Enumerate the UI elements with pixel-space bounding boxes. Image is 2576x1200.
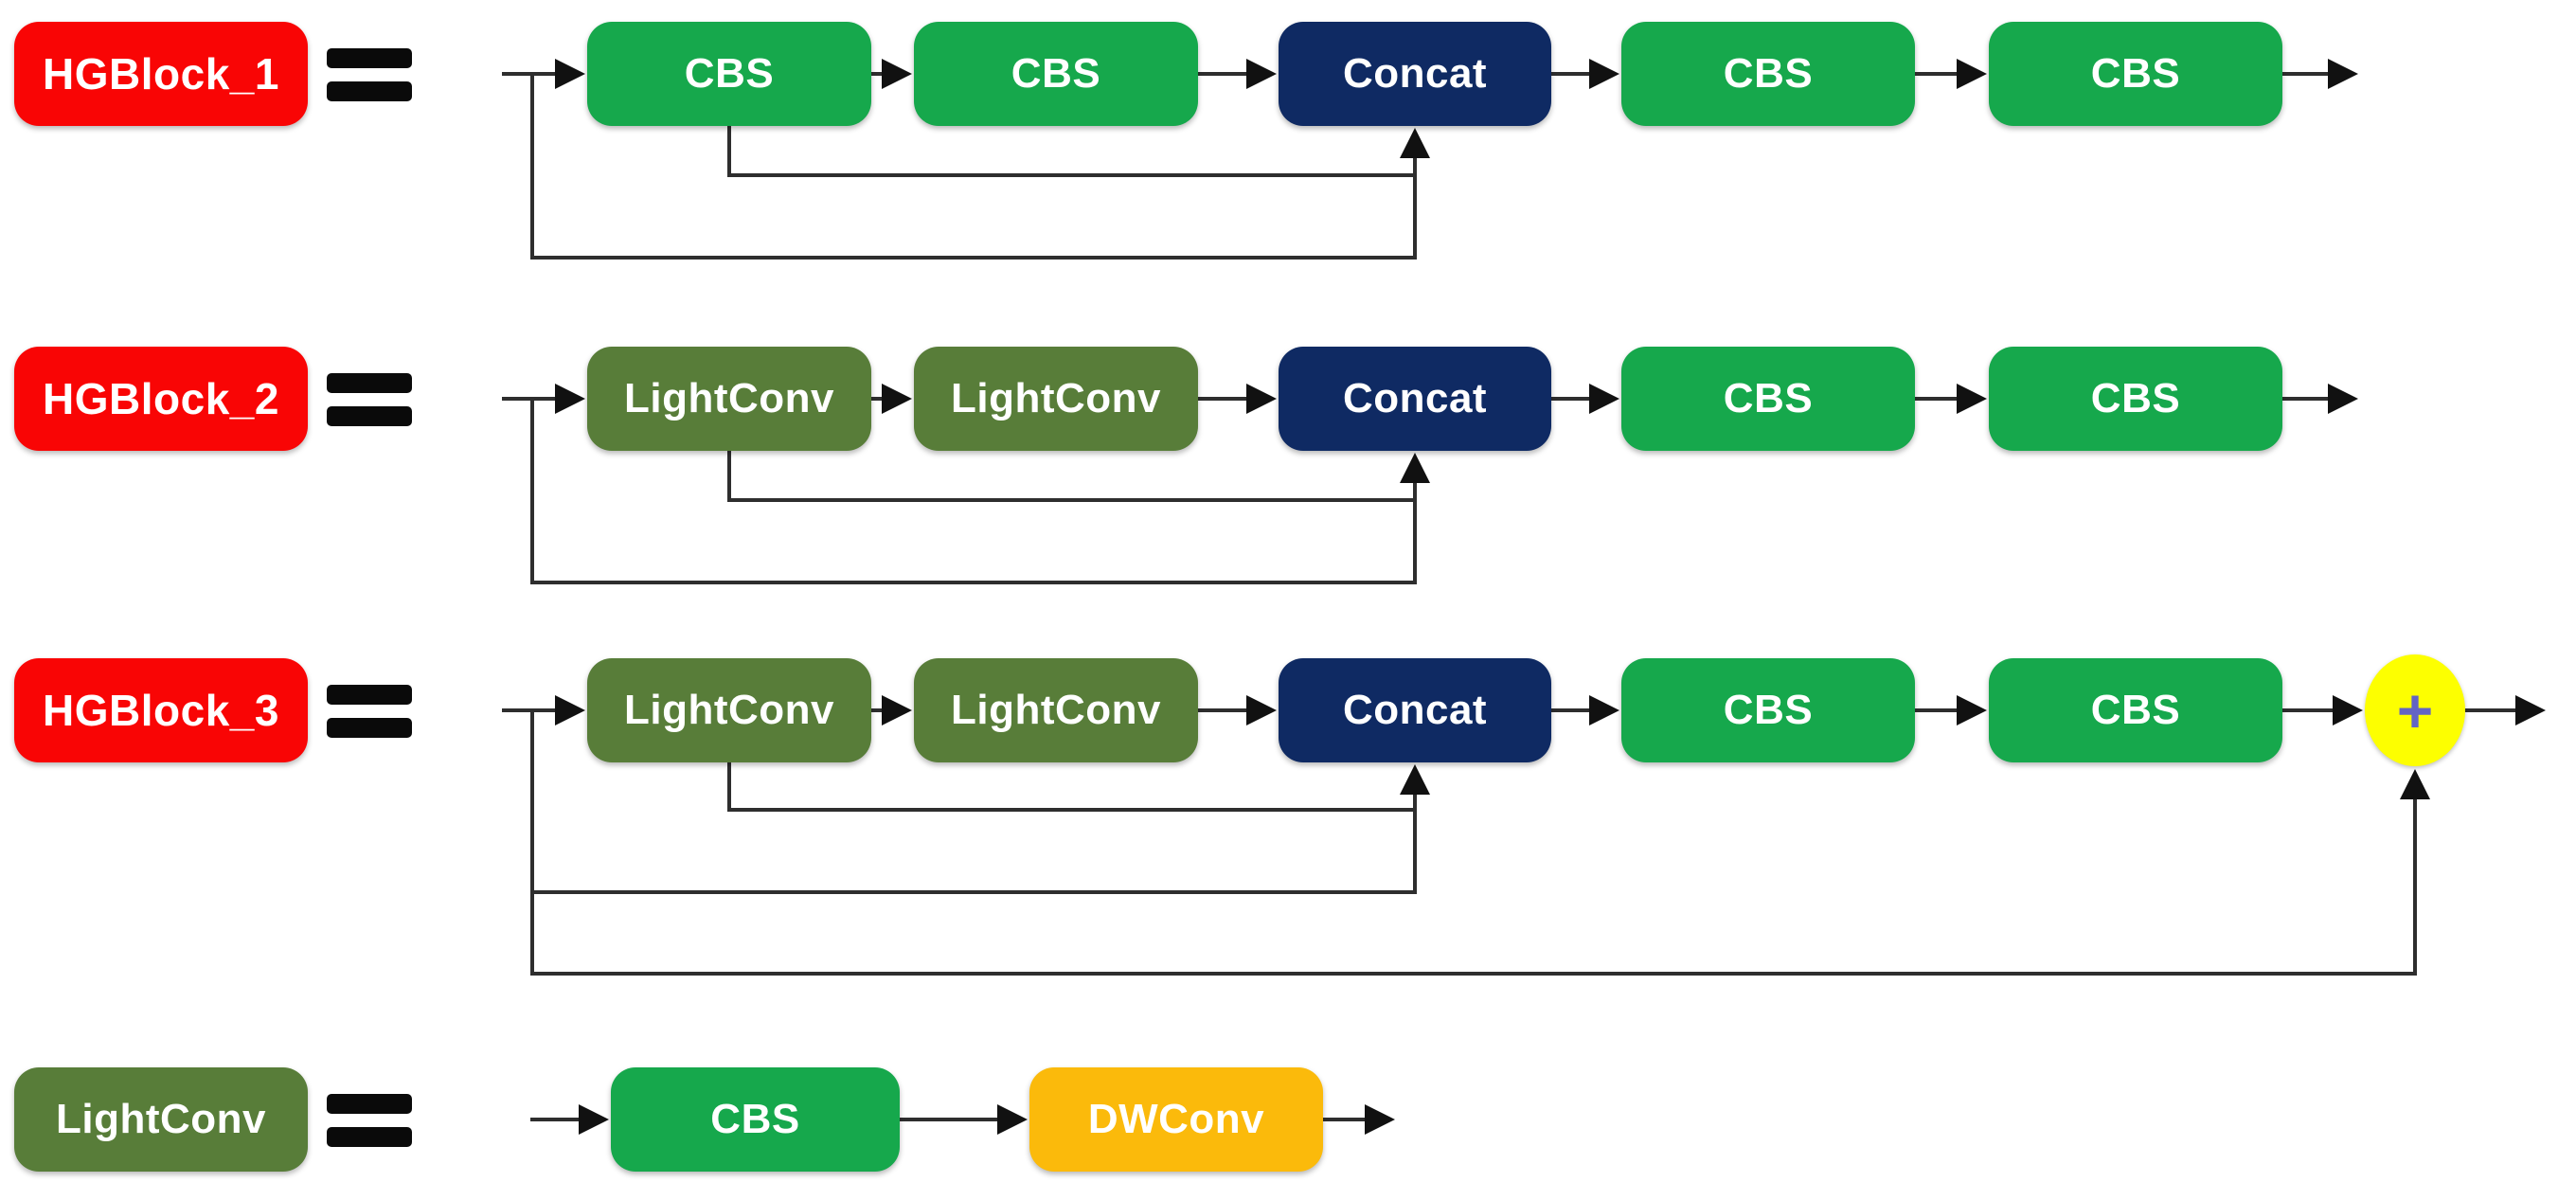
row1-block-cbs-4: CBS [1989, 22, 2282, 126]
equals-bar [327, 373, 412, 393]
row2-block-lightconv-1: LightConv [587, 347, 871, 451]
row1-block-cbs-2: CBS [914, 22, 1198, 126]
row2-block-lightconv-2: LightConv [914, 347, 1198, 451]
equals-bar [327, 406, 412, 426]
row1-block-cbs-1: CBS [587, 22, 871, 126]
row2-block-concat: Concat [1279, 347, 1551, 451]
equals-bar [327, 48, 412, 68]
row4-block-dwconv: DWConv [1029, 1067, 1323, 1172]
row2-block-cbs-1: CBS [1621, 347, 1915, 451]
row3-block-lightconv-2: LightConv [914, 658, 1198, 762]
equals-bar [327, 718, 412, 738]
plus-icon: + [2396, 675, 2434, 745]
equals-bar [327, 685, 412, 705]
row1-block-cbs-3: CBS [1621, 22, 1915, 126]
equals-icon [327, 685, 412, 738]
row3-block-concat: Concat [1279, 658, 1551, 762]
equals-bar [327, 81, 412, 101]
row3-label-hgblock3: HGBlock_3 [14, 658, 308, 762]
row3-block-lightconv-1: LightConv [587, 658, 871, 762]
row4-label-lightconv: LightConv [14, 1067, 308, 1172]
row2-block-cbs-2: CBS [1989, 347, 2282, 451]
equals-bar [327, 1127, 412, 1147]
equals-bar [327, 1094, 412, 1114]
row3-block-cbs-1: CBS [1621, 658, 1915, 762]
row1-block-concat: Concat [1279, 22, 1551, 126]
row4-block-cbs: CBS [611, 1067, 900, 1172]
row3-block-cbs-2: CBS [1989, 658, 2282, 762]
equals-icon [327, 48, 412, 101]
residual-add-node: + [2365, 654, 2465, 766]
row1-label-hgblock1: HGBlock_1 [14, 22, 308, 126]
equals-icon [327, 1094, 412, 1147]
row2-label-hgblock2: HGBlock_2 [14, 347, 308, 451]
equals-icon [327, 373, 412, 426]
